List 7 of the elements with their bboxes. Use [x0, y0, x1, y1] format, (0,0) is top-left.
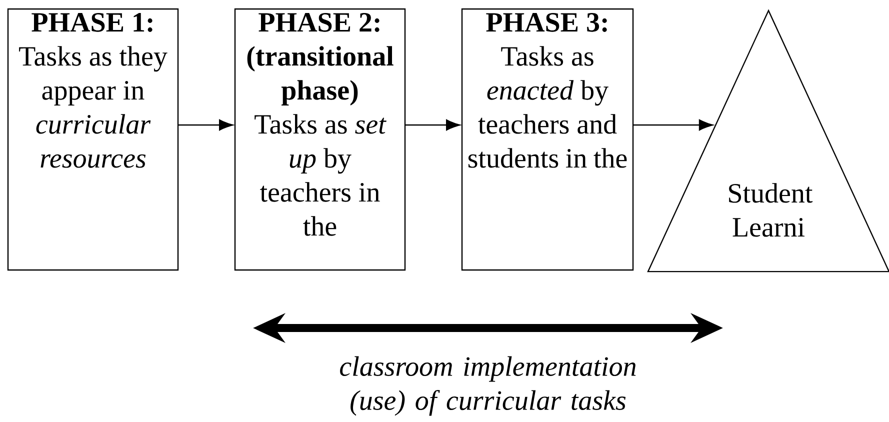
phase-box: PHASE 3: Tasks as enacted by teachers and students in the [461, 8, 634, 271]
caption-text: classroom implementation (use) of curricular tasks [340, 356, 636, 416]
phase-box: PHASE 2: (transitional phase) Tasks as set up by teachers in the [234, 8, 406, 271]
arrow [178, 119, 234, 131]
phase-box: PHASE 1: Tasks as they appear in curricular resources [7, 8, 179, 271]
arrow [633, 119, 714, 131]
arrow [405, 119, 460, 131]
